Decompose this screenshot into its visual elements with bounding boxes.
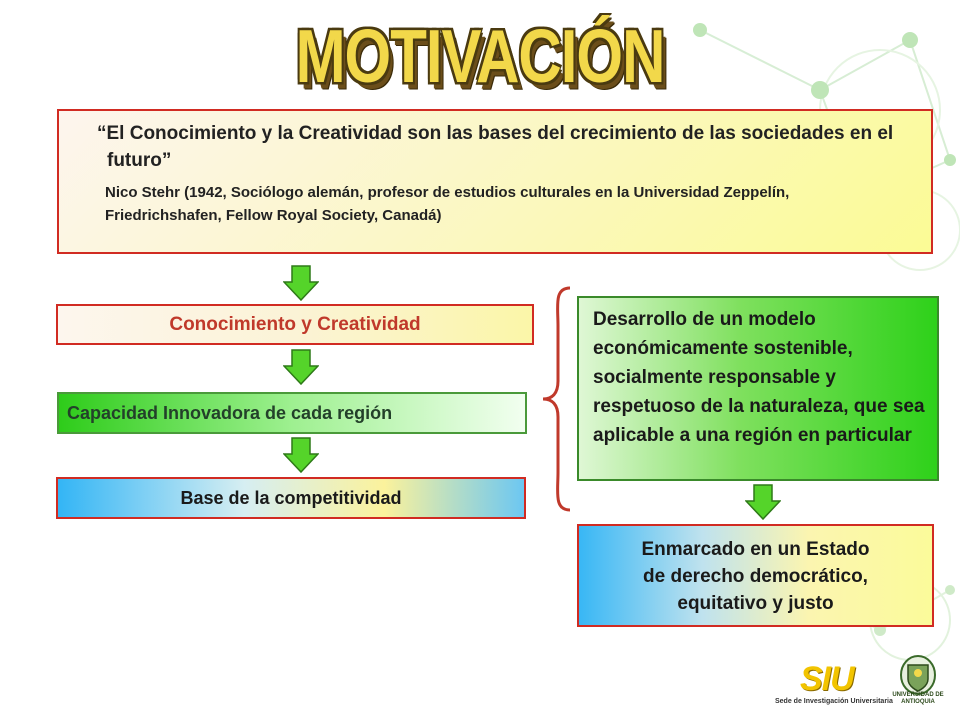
arrow-down-icon xyxy=(283,437,319,473)
context-line: Enmarcado en un Estado xyxy=(641,539,870,560)
slide-title: MOTIVACIÓN xyxy=(295,14,666,99)
university-caption: UNIVERSIDAD DE ANTIOQUIA xyxy=(892,692,944,705)
flow-step-competitiveness: Base de la competitividad xyxy=(56,477,526,519)
arrow-down-icon xyxy=(283,349,319,385)
flow-step-knowledge: Conocimiento y Creatividad xyxy=(56,304,534,345)
quote-box: “El Conocimiento y la Creatividad son la… xyxy=(57,109,933,254)
arrow-down-icon xyxy=(283,265,319,301)
siu-caption: Sede de Investigación Universitaria xyxy=(775,698,893,705)
context-line: de derecho democrático, xyxy=(643,566,868,587)
siu-logo-text: SIU xyxy=(800,660,855,698)
siu-logo: SIU Sede de Investigación Universitaria xyxy=(775,660,893,710)
quote-author: Nico Stehr (1942, Sociólogo alemán, prof… xyxy=(105,184,790,224)
context-box: Enmarcado en un Estado de derecho democr… xyxy=(577,524,934,627)
context-line: equitativo y justo xyxy=(677,593,834,614)
arrow-down-icon xyxy=(745,484,781,520)
university-seal-icon xyxy=(900,655,936,695)
quote-text: “El Conocimiento y la Creatividad son la… xyxy=(97,123,894,171)
curly-brace xyxy=(542,286,571,512)
goal-box: Desarrollo de un modelo económicamente s… xyxy=(577,296,939,481)
flow-step-innovation: Capacidad Innovadora de cada región xyxy=(57,392,527,434)
